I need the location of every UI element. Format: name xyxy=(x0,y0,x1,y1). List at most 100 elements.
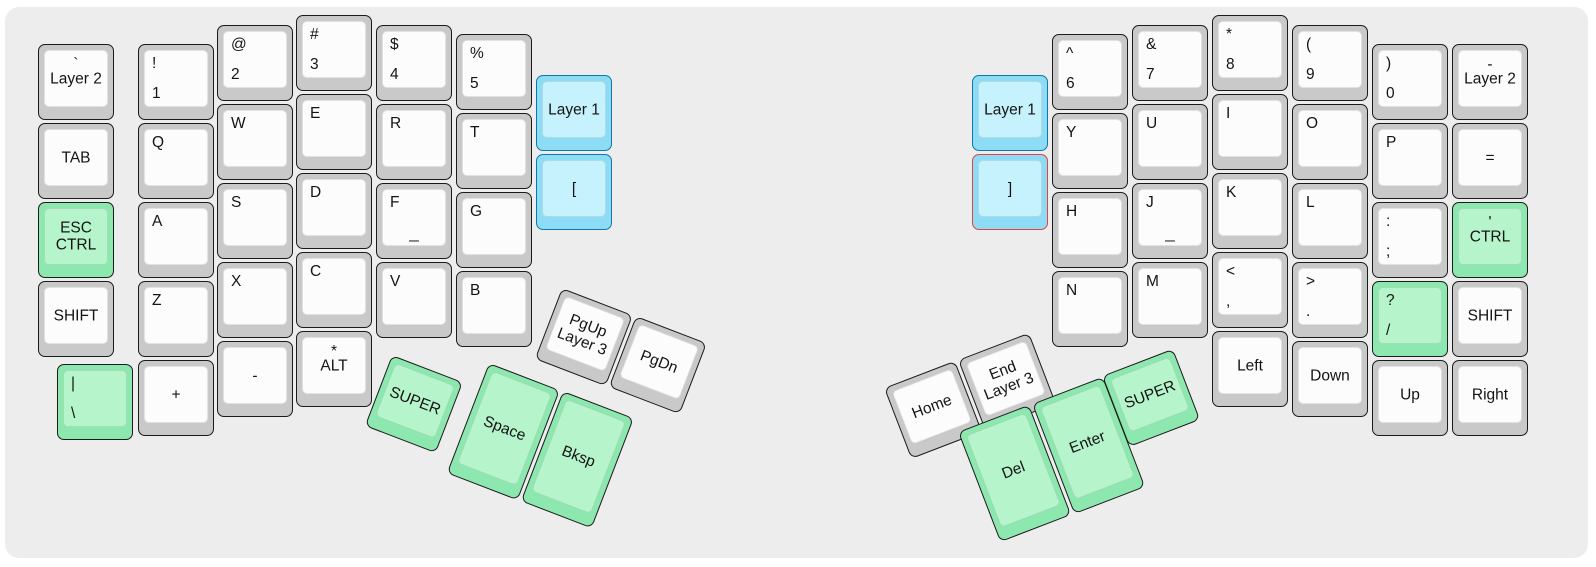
key-legend-shifted: W xyxy=(231,115,246,132)
key-bracket-left[interactable]: [ xyxy=(536,154,612,230)
key-legend-shifted: J xyxy=(1146,194,1154,211)
keycap-surface: - xyxy=(223,347,287,404)
key-7[interactable]: &7 xyxy=(1132,25,1208,101)
key-e[interactable]: E xyxy=(296,94,372,170)
keycap-surface: SUPER xyxy=(375,362,456,439)
key-l[interactable]: L xyxy=(1292,183,1368,259)
key-asterisk-alt[interactable]: *ALT xyxy=(296,331,372,407)
key-legend-center: SHIFT xyxy=(1467,306,1513,324)
homing-bump-marker: _ xyxy=(409,222,419,242)
key-t[interactable]: T xyxy=(456,113,532,189)
keycap-surface: @2 xyxy=(223,31,287,88)
key-layer1-right[interactable]: Layer 1 xyxy=(972,75,1048,151)
key-n[interactable]: N xyxy=(1052,271,1128,347)
key-esc-ctrl[interactable]: ESC CTRL xyxy=(38,202,114,278)
key-1[interactable]: !1 xyxy=(138,44,214,120)
key-semicolon[interactable]: :; xyxy=(1372,202,1448,278)
key-layer1-left[interactable]: Layer 1 xyxy=(536,75,612,151)
key-legend-shifted: S xyxy=(231,194,242,211)
key-i[interactable]: I xyxy=(1212,94,1288,170)
key-legend-center: SUPER xyxy=(387,383,444,419)
key-o[interactable]: O xyxy=(1292,104,1368,180)
key-equals[interactable]: = xyxy=(1452,123,1528,199)
keycap-surface: R xyxy=(382,110,446,167)
key-m[interactable]: M xyxy=(1132,262,1208,338)
key-p[interactable]: P xyxy=(1372,123,1448,199)
keycap-surface: P xyxy=(1378,129,1442,186)
keycap-surface: (9 xyxy=(1298,31,1362,88)
key-g[interactable]: G xyxy=(456,192,532,268)
key-bracket-right[interactable]: ] xyxy=(972,154,1048,230)
key-minus-layer2[interactable]: -Layer 2 xyxy=(1452,44,1528,120)
key-legend-center: Bksp xyxy=(559,442,598,471)
key-v[interactable]: V xyxy=(376,262,452,338)
key-z[interactable]: Z xyxy=(138,281,214,357)
keycap-surface: $4 xyxy=(382,31,446,88)
key-legend-center: Left xyxy=(1237,356,1263,374)
key-k[interactable]: K xyxy=(1212,173,1288,249)
keycap-surface: N xyxy=(1058,277,1122,334)
key-y[interactable]: Y xyxy=(1052,113,1128,189)
keycap-surface: H xyxy=(1058,198,1122,255)
key-h[interactable]: H xyxy=(1052,192,1128,268)
key-legend-center: = xyxy=(1485,148,1495,166)
key-s[interactable]: S xyxy=(217,183,293,259)
key-legend-base: \ xyxy=(71,404,76,422)
key-w[interactable]: W xyxy=(217,104,293,180)
keycap-surface: O xyxy=(1298,110,1362,167)
keycap-surface: 'CTRL xyxy=(1458,208,1522,265)
keycap-surface: ESC CTRL xyxy=(44,208,108,265)
keycap-surface: V xyxy=(382,268,446,325)
key-slash[interactable]: ?/ xyxy=(1372,281,1448,357)
key-period[interactable]: >. xyxy=(1292,262,1368,338)
key-legend-shifted: O xyxy=(1306,115,1319,132)
key-shift-right[interactable]: SHIFT xyxy=(1452,281,1528,357)
key-x[interactable]: X xyxy=(217,262,293,338)
key-c[interactable]: C xyxy=(296,252,372,328)
key-shift[interactable]: SHIFT xyxy=(38,281,114,357)
key-4[interactable]: $4 xyxy=(376,25,452,101)
key-legend-shifted: F xyxy=(390,194,400,211)
keycap-surface: *8 xyxy=(1218,21,1282,78)
key-j[interactable]: J_ xyxy=(1132,183,1208,259)
key-up[interactable]: Up xyxy=(1372,360,1448,436)
key-f[interactable]: F_ xyxy=(376,183,452,259)
key-u[interactable]: U xyxy=(1132,104,1208,180)
keycap-surface: Y xyxy=(1058,119,1122,176)
key-legend-center: End Layer 3 xyxy=(981,357,1037,404)
key-super-left[interactable]: SUPER xyxy=(364,355,463,454)
key-tab[interactable]: TAB xyxy=(38,123,114,199)
key-legend-base: 7 xyxy=(1146,65,1155,83)
keycap-surface: G xyxy=(462,198,526,255)
key-legend-base: 1 xyxy=(152,84,161,102)
key-d[interactable]: D xyxy=(296,173,372,249)
key-8[interactable]: *8 xyxy=(1212,15,1288,91)
key-left[interactable]: Left xyxy=(1212,331,1288,407)
keycap-surface: SUPER xyxy=(1109,356,1190,433)
keycap-surface: `Layer 2 xyxy=(44,50,108,107)
key-b[interactable]: B xyxy=(456,271,532,347)
key-minus[interactable]: - xyxy=(217,341,293,417)
key-right[interactable]: Right xyxy=(1452,360,1528,436)
key-3[interactable]: #3 xyxy=(296,15,372,91)
key-q[interactable]: Q xyxy=(138,123,214,199)
key-quote-ctrl[interactable]: 'CTRL xyxy=(1452,202,1528,278)
key-comma[interactable]: <, xyxy=(1212,252,1288,328)
keycap-surface: [ xyxy=(542,160,606,217)
key-r[interactable]: R xyxy=(376,104,452,180)
key-legend-center: Layer 1 xyxy=(548,100,600,118)
key-plus[interactable]: + xyxy=(138,360,214,436)
key-legend-center: Layer 1 xyxy=(984,100,1036,118)
keycap-surface: + xyxy=(144,366,208,423)
key-0[interactable]: )0 xyxy=(1372,44,1448,120)
key-pipe-backslash[interactable]: |\ xyxy=(57,364,133,440)
key-grave-layer2[interactable]: `Layer 2 xyxy=(38,44,114,120)
key-9[interactable]: (9 xyxy=(1292,25,1368,101)
key-down[interactable]: Down xyxy=(1292,341,1368,417)
key-legend-base: 8 xyxy=(1226,55,1235,73)
key-6[interactable]: ^6 xyxy=(1052,34,1128,110)
key-5[interactable]: %5 xyxy=(456,34,532,110)
key-2[interactable]: @2 xyxy=(217,25,293,101)
key-a[interactable]: A xyxy=(138,202,214,278)
